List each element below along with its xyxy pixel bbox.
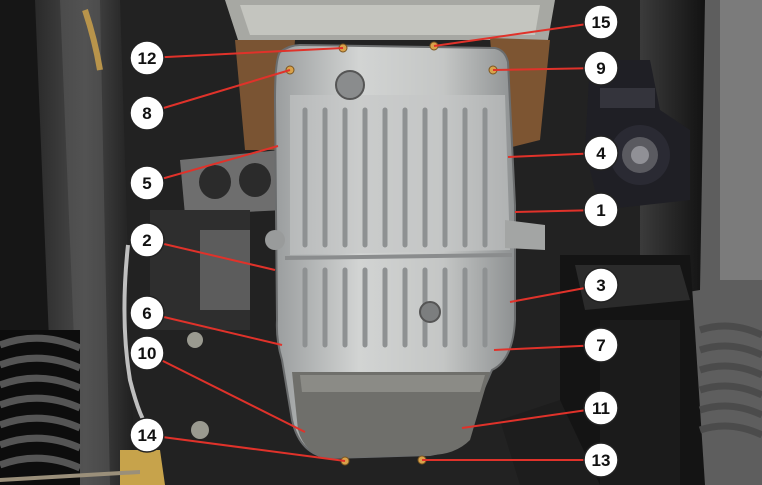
callout-2-label: 2: [142, 231, 151, 250]
leader-line-14: [146, 434, 346, 462]
callout-labels: 1 2 3 4 5 6 7 8: [129, 4, 619, 478]
callout-7-label: 7: [596, 336, 605, 355]
callout-6: 6: [129, 295, 165, 331]
callout-3-label: 3: [596, 276, 605, 295]
callout-2: 2: [129, 222, 165, 258]
leader-line-10: [146, 352, 306, 433]
callout-5-label: 5: [142, 174, 151, 193]
callout-13-label: 13: [592, 451, 611, 470]
leader-line-5: [146, 145, 279, 184]
callout-1: 1: [583, 192, 619, 228]
leader-line-7: [493, 344, 602, 351]
callout-15-label: 15: [592, 13, 611, 32]
callout-13: 13: [583, 442, 619, 478]
callout-6-label: 6: [142, 304, 151, 323]
callout-10: 10: [129, 335, 165, 371]
left-coil-spring: [0, 330, 82, 485]
callout-12-label: 12: [138, 49, 157, 68]
leader-line-2: [146, 239, 276, 271]
callout-12: 12: [129, 40, 165, 76]
leader-line-9: [492, 67, 602, 71]
leader-line-8: [146, 69, 291, 114]
callout-1-label: 1: [596, 201, 605, 220]
steering-gear: [585, 60, 690, 210]
oil-pan: [265, 43, 545, 460]
leader-line-12: [146, 47, 344, 59]
callout-10-label: 10: [138, 344, 157, 363]
callout-15: 15: [583, 4, 619, 40]
callout-9: 9: [583, 50, 619, 86]
leader-lines: [146, 21, 602, 462]
transmission-housing: [225, 0, 555, 40]
callout-11-label: 11: [592, 399, 610, 418]
leader-line-15: [433, 21, 602, 47]
callout-14-label: 14: [138, 426, 157, 445]
bracket: [120, 450, 165, 485]
callout-3: 3: [583, 267, 619, 303]
leader-line-6: [146, 312, 283, 346]
callout-5: 5: [129, 165, 165, 201]
leader-line-11: [461, 407, 602, 429]
callout-4-label: 4: [596, 144, 606, 163]
callout-9-label: 9: [596, 59, 605, 78]
callout-4: 4: [583, 135, 619, 171]
callout-7: 7: [583, 327, 619, 363]
callout-8: 8: [129, 95, 165, 131]
callout-8-label: 8: [142, 104, 151, 123]
callout-11: 11: [583, 390, 619, 426]
callout-14: 14: [129, 417, 165, 453]
